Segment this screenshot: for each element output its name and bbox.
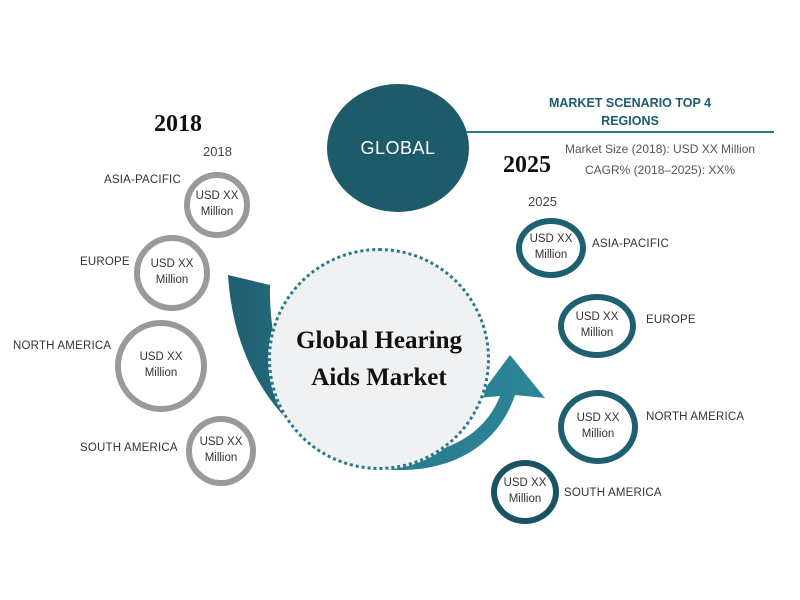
right-year-big: 2025	[503, 152, 551, 178]
left-year-small: 2018	[203, 144, 232, 159]
global-label: GLOBAL	[360, 137, 436, 158]
left-region-north-america: NORTH AMERICA	[13, 340, 112, 352]
right-region-south-america: SOUTH AMERICA	[564, 487, 662, 499]
center-title-line2: Aids Market	[311, 364, 447, 391]
center-title: Global Hearing Aids Market	[268, 248, 490, 470]
right-region-europe: EUROPE	[646, 314, 696, 326]
scenario-cagr: CAGR% (2018–2025): XX%	[585, 163, 736, 177]
scenario-market-size: Market Size (2018): USD XX Million	[565, 142, 756, 156]
scenario-title-line1: MARKET SCENARIO TOP 4	[548, 96, 712, 110]
left-region-asia-pacific: ASIA-PACIFIC	[104, 174, 181, 186]
scenario-title-line2: REGIONS	[601, 113, 659, 128]
right-region-north-america: NORTH AMERICA	[646, 411, 745, 423]
scenario-title: MARKET SCENARIO TOP 4 REGIONS	[545, 95, 715, 130]
global-circle: GLOBAL	[327, 84, 469, 212]
left-region-south-america: SOUTH AMERICA	[80, 442, 178, 454]
scenario-divider	[466, 131, 774, 133]
right-year-small: 2025	[528, 194, 557, 209]
center-circle	[268, 248, 490, 470]
left-year-big: 2018	[154, 111, 202, 137]
left-region-europe: EUROPE	[80, 256, 130, 268]
center-title-line1: Global Hearing	[296, 326, 462, 354]
right-region-asia-pacific: ASIA-PACIFIC	[592, 238, 669, 250]
